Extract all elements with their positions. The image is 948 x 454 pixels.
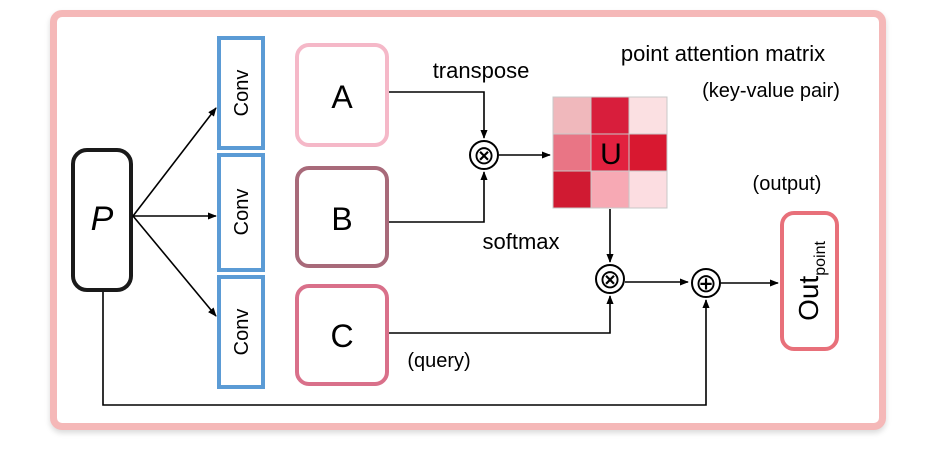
matrix-cell-2 [628, 96, 668, 135]
b-label: B [331, 201, 352, 237]
diagram-frame [50, 10, 886, 430]
multiply-node-2 [595, 264, 625, 294]
output-label: Outpoint [793, 241, 829, 321]
conv-bot-box [217, 275, 265, 389]
a-label: A [331, 79, 353, 115]
output-label-sub: point [812, 241, 829, 276]
output-label-main: Out [793, 276, 824, 321]
matrix-title: point attention matrix [621, 41, 825, 66]
conv-top-label: Conv [231, 70, 253, 117]
arrow-p-conv-top [132, 107, 217, 217]
conv-mid-label: Conv [231, 189, 253, 236]
query-label: (query) [407, 350, 470, 372]
arrow-p-conv-bot [132, 215, 217, 317]
matrix-cell-5 [628, 133, 668, 172]
p-label: P [91, 200, 114, 238]
arrow-residual-add [102, 292, 710, 406]
matrix-cell-6 [552, 170, 592, 209]
attention-matrix [552, 96, 668, 209]
arrow-b-multiply [389, 171, 488, 223]
arrow-a-multiply [389, 91, 488, 139]
transpose-label: transpose [433, 58, 530, 83]
b-box [295, 166, 389, 268]
matrix-cell-3 [552, 133, 592, 172]
matrix-cell-1 [590, 96, 630, 135]
matrix-cell-4 [590, 133, 630, 172]
p-node [71, 148, 133, 292]
matrix-cell-8 [628, 170, 668, 209]
multiply-symbol-2: ⊗ [599, 264, 621, 294]
arrow-c-multiply [389, 295, 614, 334]
a-box [295, 43, 389, 147]
matrix-subtitle: (key-value pair) [702, 80, 840, 102]
output-box [780, 211, 839, 351]
conv-mid-box [217, 153, 265, 272]
add-node [691, 268, 721, 298]
conv-top-box [217, 36, 265, 150]
matrix-cell-0 [552, 96, 592, 135]
multiply-node-1 [469, 140, 499, 170]
output-annotation: (output) [753, 173, 822, 195]
matrix-center-label: U [600, 138, 622, 171]
conv-bot-label: Conv [231, 309, 253, 356]
c-label: C [330, 318, 353, 354]
c-box [295, 284, 389, 386]
matrix-cell-7 [590, 170, 630, 209]
softmax-label: softmax [482, 229, 559, 254]
add-symbol: ⊕ [695, 268, 717, 298]
multiply-symbol-1: ⊗ [473, 140, 495, 170]
